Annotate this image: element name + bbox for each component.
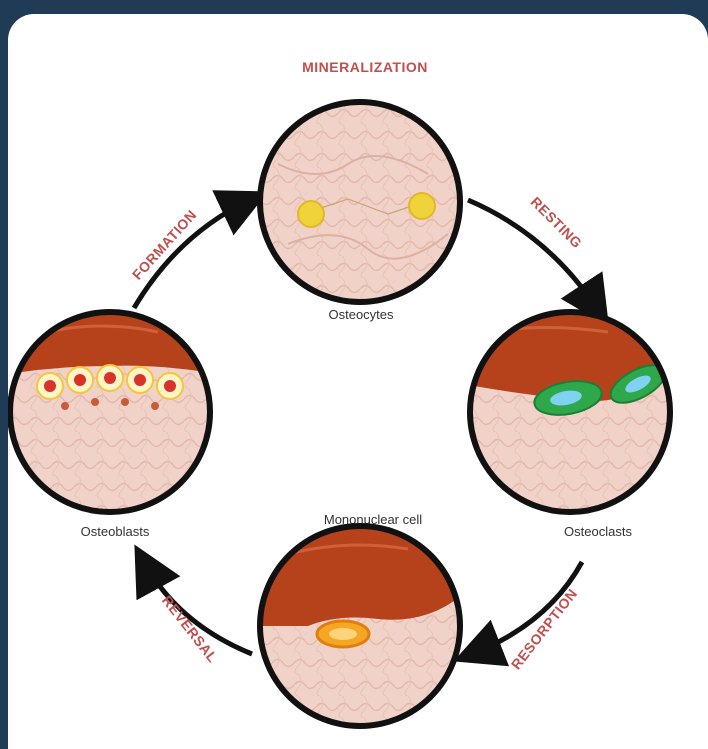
- arrow-mineralization-to-resting: [468, 200, 598, 310]
- cell-label-osteoclasts: Osteoclasts: [564, 524, 632, 539]
- stage-label-formation: FORMATION: [129, 207, 200, 283]
- stage-label-mineralization: MINERALIZATION: [302, 59, 428, 75]
- osteocyte: [409, 193, 435, 219]
- cell-label-osteoblasts: Osteoblasts: [81, 524, 150, 539]
- cell-label-osteocytes: Osteocytes: [328, 307, 394, 322]
- resorption-circle: [258, 524, 463, 726]
- bone-remodeling-cycle: MINERALIZATION RESTING RESORPTION REVERS…: [8, 14, 708, 749]
- osteocyte: [298, 201, 324, 227]
- resting-circle: [463, 312, 678, 512]
- diagram-card: MINERALIZATION RESTING RESORPTION REVERS…: [8, 14, 708, 749]
- formation-circle: [8, 312, 218, 512]
- stage-label-reversal: REVERSAL: [159, 592, 221, 665]
- mineralization-circle: [260, 102, 460, 302]
